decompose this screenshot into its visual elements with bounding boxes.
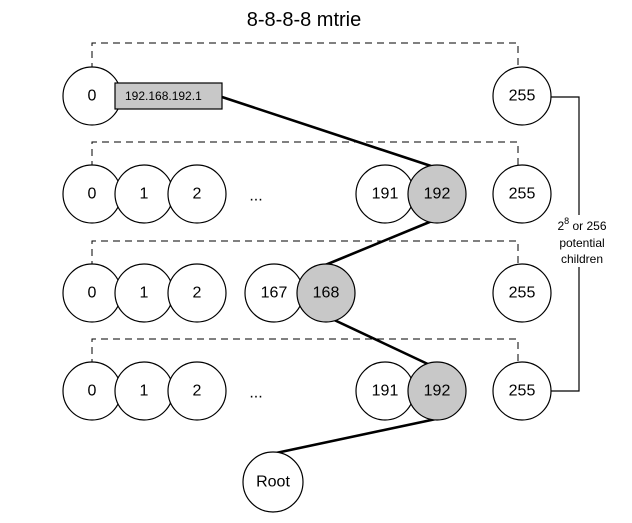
node-l2-192: 192 bbox=[407, 164, 467, 224]
node-l3-1: 1 bbox=[114, 263, 174, 323]
node-l2-1: 1 bbox=[114, 164, 174, 224]
node-l4-192: 192 bbox=[407, 361, 467, 421]
node-root: Root bbox=[242, 451, 304, 513]
svg-text:Root: Root bbox=[256, 474, 290, 491]
svg-text:1: 1 bbox=[140, 285, 149, 302]
level-3-bracket bbox=[91, 240, 519, 268]
svg-text:2: 2 bbox=[193, 186, 202, 203]
node-l4-255: 255 bbox=[492, 361, 552, 421]
svg-text:255: 255 bbox=[509, 88, 536, 105]
node-l2-0: 0 bbox=[62, 164, 122, 224]
node-l1-255: 255 bbox=[492, 66, 552, 126]
node-l3-167: 167 bbox=[244, 263, 304, 323]
row-4-ellipsis: ... bbox=[249, 385, 262, 402]
svg-text:1: 1 bbox=[140, 186, 149, 203]
svg-text:255: 255 bbox=[509, 285, 536, 302]
side-note: 28 or 256 potential children bbox=[549, 215, 615, 267]
node-l3-255: 255 bbox=[492, 263, 552, 323]
svg-text:255: 255 bbox=[509, 186, 536, 203]
svg-text:2: 2 bbox=[193, 383, 202, 400]
node-l2-255: 255 bbox=[492, 164, 552, 224]
path-l4-to-root bbox=[275, 417, 437, 455]
node-l4-191: 191 bbox=[355, 361, 415, 421]
side-note-line3: children bbox=[561, 252, 603, 266]
node-l2-2: 2 bbox=[167, 164, 227, 224]
level-4-bracket bbox=[91, 338, 519, 366]
side-note-line2: potential bbox=[559, 236, 604, 250]
level-2-bracket bbox=[91, 141, 519, 168]
row-2-ellipsis: ... bbox=[249, 188, 262, 205]
node-l4-2: 2 bbox=[167, 361, 227, 421]
svg-text:191: 191 bbox=[372, 186, 399, 203]
svg-text:0: 0 bbox=[88, 285, 97, 302]
node-l4-0: 0 bbox=[62, 361, 122, 421]
svg-text:2: 2 bbox=[193, 285, 202, 302]
side-note-line1: 28 or 256 bbox=[557, 216, 606, 233]
node-l3-2: 2 bbox=[167, 263, 227, 323]
svg-text:0: 0 bbox=[88, 88, 97, 105]
node-l4-1: 1 bbox=[114, 361, 174, 421]
node-l2-191: 191 bbox=[355, 164, 415, 224]
diagram-title: 8-8-8-8 mtrie bbox=[247, 9, 361, 31]
svg-text:191: 191 bbox=[372, 383, 399, 400]
svg-text:1: 1 bbox=[140, 383, 149, 400]
path-leaf-to-l2 bbox=[221, 95, 432, 168]
svg-text:255: 255 bbox=[509, 383, 536, 400]
leaf-address-box: 192.168.192.1 bbox=[114, 82, 223, 110]
node-l3-168: 168 bbox=[296, 263, 356, 323]
node-l1-0: 0 bbox=[62, 66, 122, 126]
svg-text:0: 0 bbox=[88, 186, 97, 203]
path-l2-to-l3 bbox=[317, 219, 433, 270]
node-l3-0: 0 bbox=[62, 263, 122, 323]
svg-text:0: 0 bbox=[88, 383, 97, 400]
svg-text:168: 168 bbox=[313, 285, 340, 302]
svg-text:167: 167 bbox=[261, 285, 288, 302]
leaf-address-label: 192.168.192.1 bbox=[125, 89, 202, 103]
level-1-bracket bbox=[91, 42, 519, 70]
svg-text:192: 192 bbox=[424, 186, 451, 203]
svg-text:192: 192 bbox=[424, 383, 451, 400]
path-l3-to-l4 bbox=[329, 316, 433, 368]
